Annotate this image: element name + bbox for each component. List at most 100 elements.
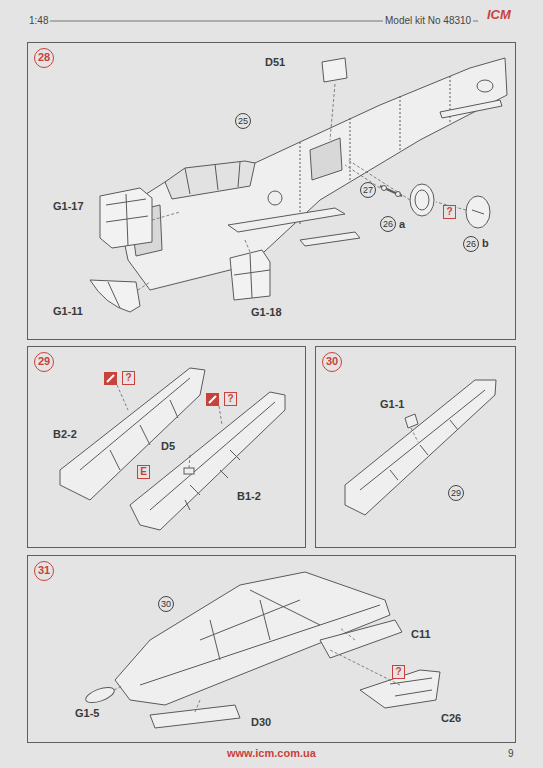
paint-icon [107, 375, 114, 382]
glazing-parts [230, 250, 270, 300]
fuselage [228, 208, 345, 232]
wing-parts-29 [130, 392, 285, 530]
wing-assembly-31 [150, 705, 240, 728]
step-panel: 28 [27, 42, 516, 340]
fuselage [268, 191, 282, 205]
wing-assembly-30 [405, 414, 418, 428]
query-mark: ? [122, 371, 135, 385]
callout-number: 25 [235, 113, 251, 129]
leader-line [138, 84, 466, 290]
leader-line [348, 160, 410, 200]
leader-line [138, 282, 150, 290]
step-number: 28 [34, 48, 54, 68]
leader-line [117, 385, 128, 410]
paint-code: E [137, 465, 150, 479]
fuselage [185, 162, 240, 194]
part-label: D5 [160, 440, 176, 453]
glazing-parts [108, 282, 120, 308]
footer-url: www.icm.com.ua [227, 747, 316, 760]
wing-assembly-30 [345, 380, 496, 515]
leader-line [117, 385, 222, 468]
callout-number: 27 [360, 182, 376, 198]
part-label: D51 [264, 56, 286, 69]
glazing-parts [322, 58, 347, 82]
part-label: C26 [440, 712, 462, 725]
part-label: G1-11 [52, 305, 84, 318]
page-number: 9 [508, 747, 514, 760]
glazing-parts [100, 188, 152, 248]
part-label: C11 [410, 628, 432, 641]
scale-text: 1:48 [27, 15, 50, 27]
wing-assembly-30 [345, 380, 496, 515]
query-mark: ? [224, 392, 237, 406]
paint-icon [209, 396, 216, 403]
paint-icon [206, 393, 219, 406]
small-parts [466, 196, 490, 228]
callout-number: 29 [448, 485, 464, 501]
step-number: 30 [322, 352, 342, 372]
callout-number: 26 [380, 216, 396, 232]
part-label: G1-17 [52, 200, 85, 213]
small-parts [380, 184, 490, 228]
leader-line [411, 428, 418, 442]
small-parts [410, 184, 434, 216]
leader-line [114, 628, 400, 712]
callout-number: 30 [158, 596, 174, 612]
leader-line [195, 700, 200, 712]
step-panel: 30 [315, 346, 516, 548]
small-parts [472, 210, 484, 214]
fuselage [300, 76, 450, 225]
fuselage [300, 232, 360, 246]
part-label: G1-18 [250, 306, 283, 319]
wing-parts-29 [80, 378, 190, 470]
leader-line [330, 84, 335, 140]
fuselage [440, 100, 502, 118]
part-label: G1-1 [379, 398, 405, 411]
wing-assembly-31 [84, 572, 440, 728]
glazing-parts [106, 194, 148, 246]
small-parts [382, 186, 387, 191]
kit-number: Model kit No 48310 [383, 15, 473, 27]
fuselage [118, 58, 507, 290]
step-number: 31 [34, 561, 54, 581]
variant-letter: a [398, 218, 406, 231]
wing-parts-29 [60, 368, 285, 530]
leader-line [189, 455, 190, 468]
leader-line [245, 240, 250, 252]
callout-number: 26 [463, 236, 479, 252]
fuselage [477, 80, 493, 92]
leader-line [330, 650, 400, 685]
wing-assembly-30 [360, 390, 485, 490]
query-mark: ? [392, 665, 405, 679]
part-label: G1-5 [74, 707, 100, 720]
part-label: D30 [250, 716, 272, 729]
fuselage [165, 161, 255, 199]
part-label: B2-2 [52, 428, 78, 441]
leader-line [411, 428, 418, 442]
leader-line [152, 212, 180, 220]
leader-line [219, 406, 222, 425]
wing-assembly-31 [84, 684, 116, 706]
brand-logo: ICM [487, 8, 511, 22]
paint-icon [104, 372, 219, 406]
glazing-parts [90, 58, 347, 312]
paint-icon [104, 372, 117, 385]
glazing-parts [234, 254, 270, 298]
glazing-parts [90, 280, 140, 312]
wing-parts-29 [184, 468, 194, 474]
leader-line [114, 686, 122, 690]
small-parts [415, 190, 429, 210]
wing-parts-29 [150, 402, 275, 510]
variant-letter: b [481, 237, 490, 250]
wing-assembly-31 [320, 620, 402, 658]
fuselage [310, 138, 342, 180]
wing-assembly-31 [390, 678, 432, 696]
query-mark: ? [443, 205, 456, 219]
step-number: 29 [34, 352, 54, 372]
fuselage [118, 58, 507, 290]
leader-line [340, 628, 355, 640]
small-parts [396, 192, 401, 197]
